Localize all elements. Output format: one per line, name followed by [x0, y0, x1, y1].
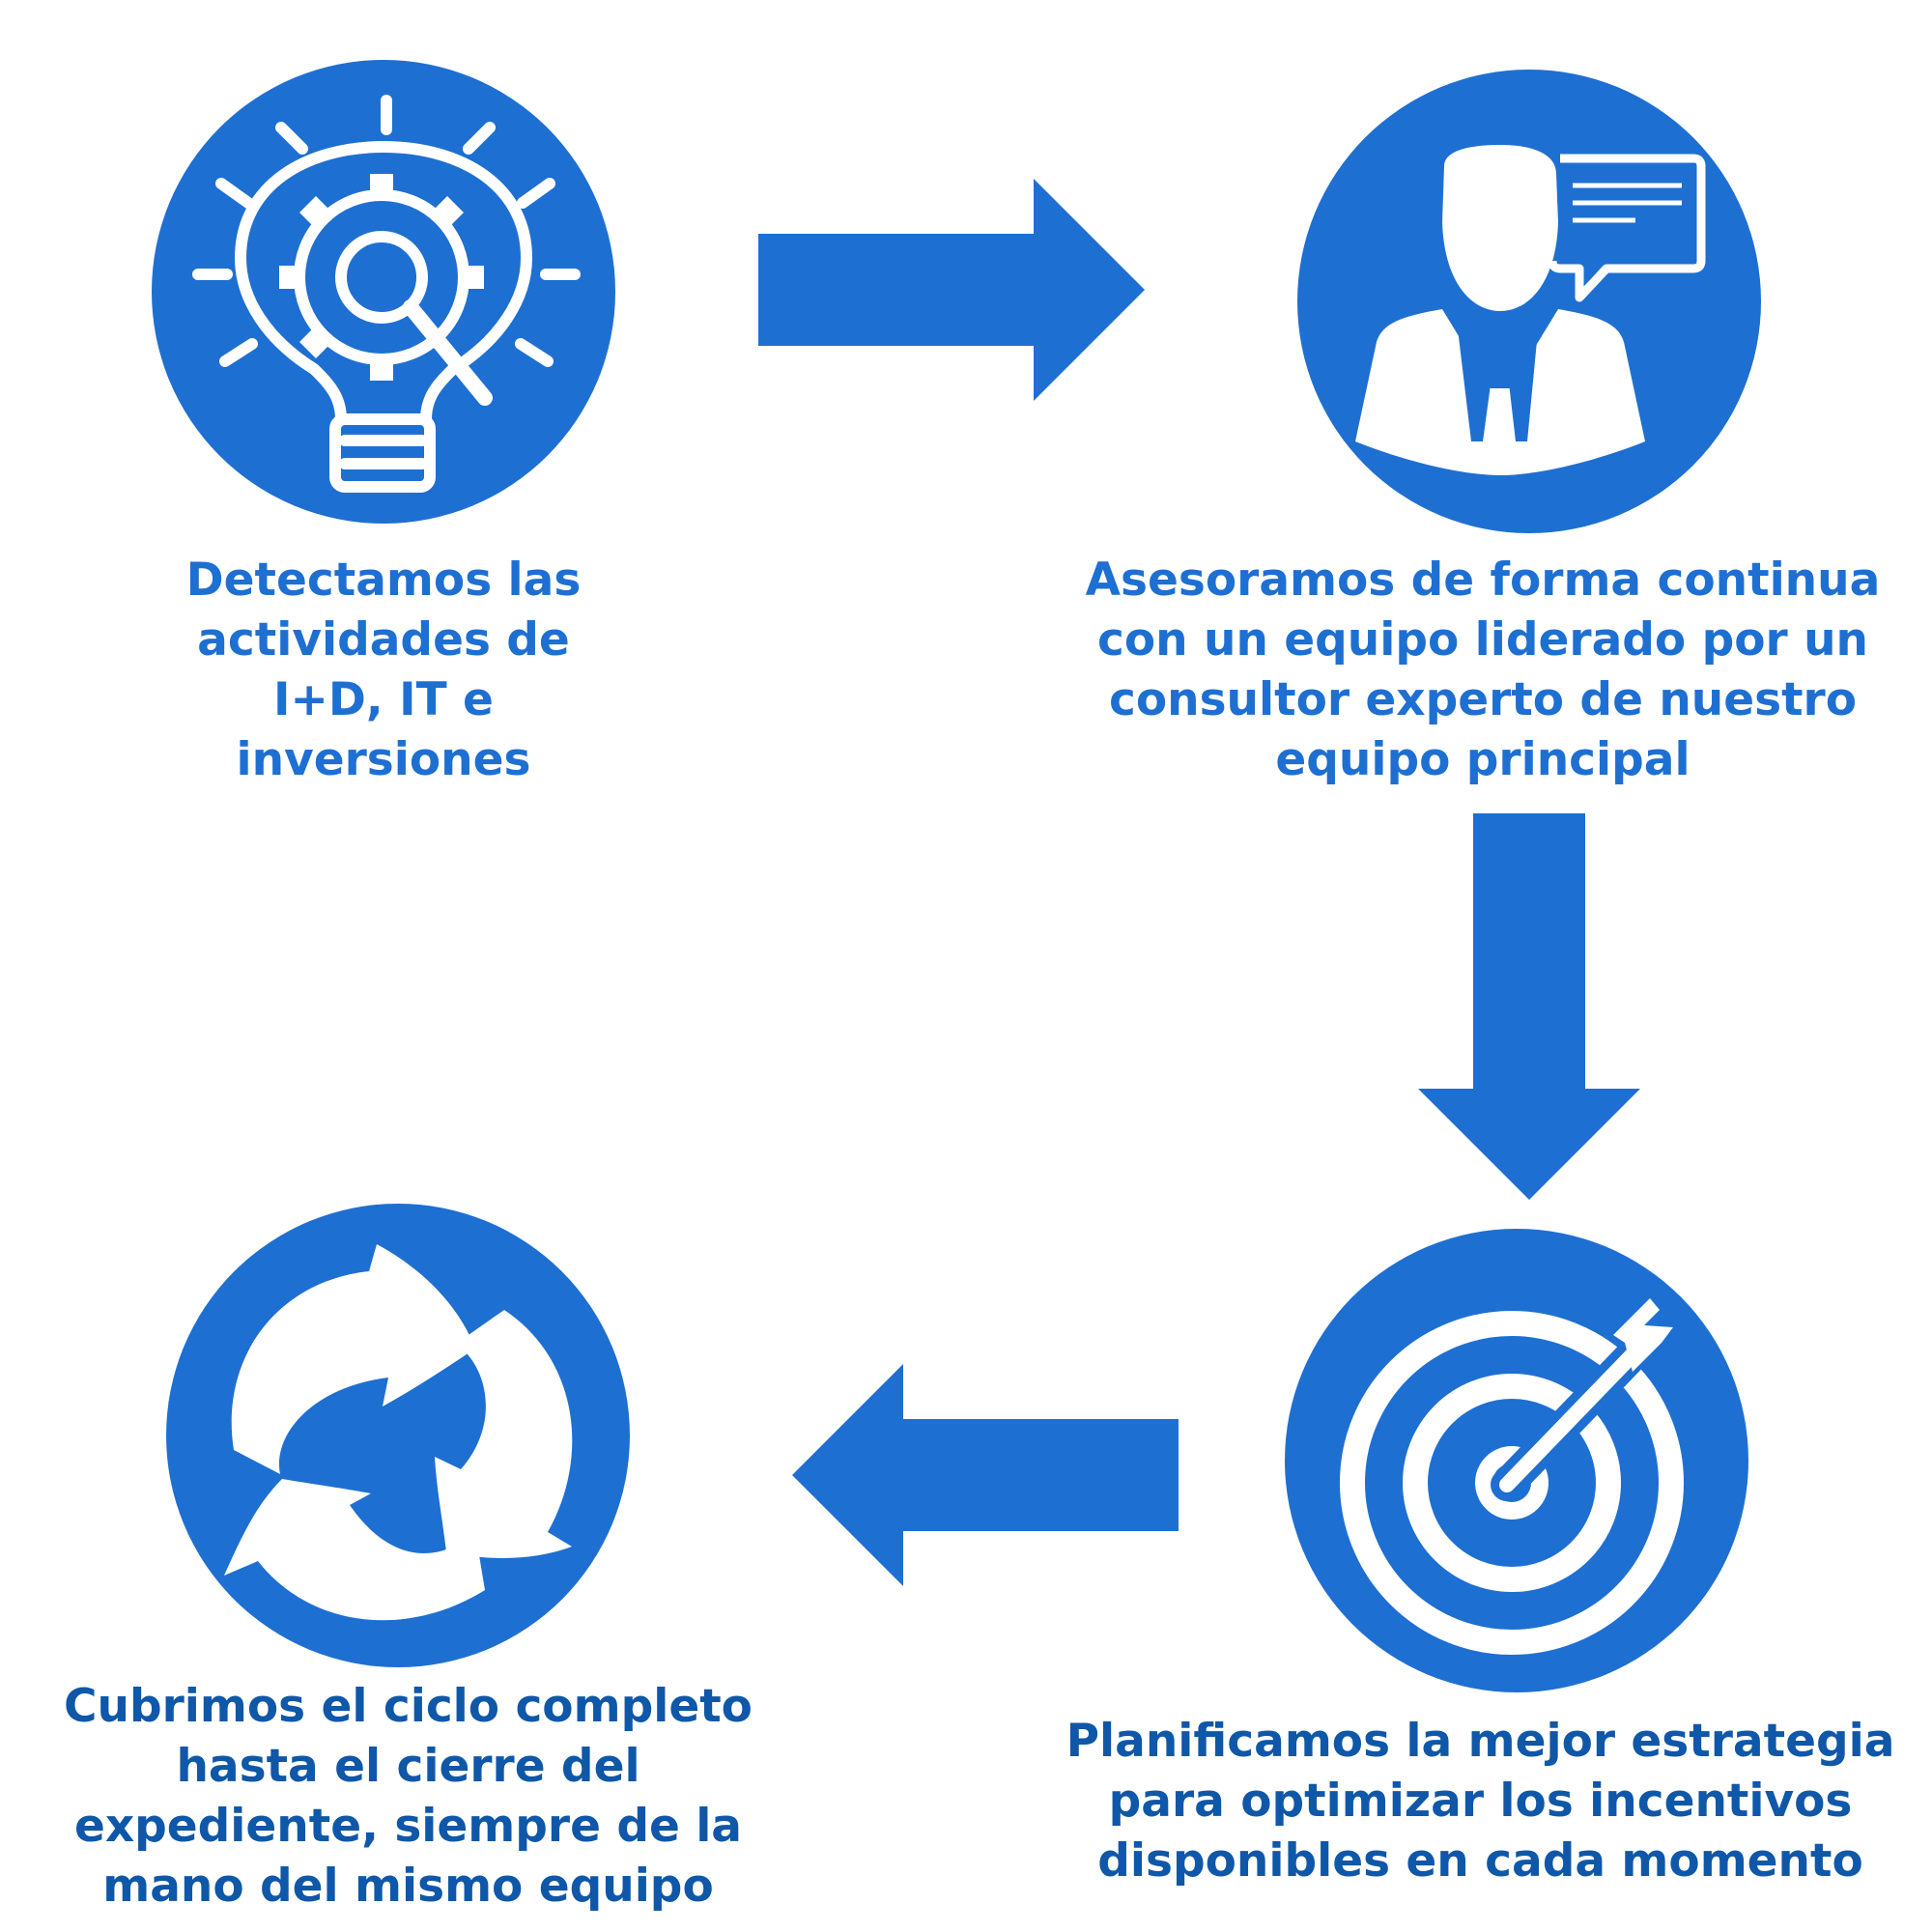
caption-line: Cubrimos el ciclo completo [64, 1680, 753, 1733]
consultant-speech-icon [1355, 145, 1706, 475]
caption-line: disponibles en cada momento [1097, 1834, 1863, 1888]
caption-line: Planificamos la mejor estrategia [1065, 1715, 1895, 1768]
arrow-right-icon [758, 179, 1145, 401]
step-2-caption: Asesoramos de forma continua con un equi… [1029, 551, 1932, 790]
step-3-caption: Planificamos la mejor estrategia para op… [1029, 1712, 1932, 1891]
caption-line: consultor experto de nuestro [1108, 673, 1858, 726]
caption-line: para optimizar los incentivos [1108, 1775, 1853, 1828]
step-1-circle [152, 60, 615, 524]
step-4-caption: Cubrimos el ciclo completo hasta el cier… [19, 1677, 797, 1917]
caption-line: mano del mismo equipo [102, 1860, 714, 1913]
step-3-circle [1285, 1229, 1748, 1692]
cycle-arrows-icon [224, 1244, 573, 1621]
caption-line: equipo principal [1275, 733, 1690, 786]
step-1-caption: Detectamos las actividades de I+D, IT e … [103, 551, 664, 790]
caption-line: hasta el cierre del [176, 1740, 640, 1793]
arrow-left-icon [792, 1364, 1179, 1586]
caption-line: actividades de [197, 613, 570, 667]
step-2-circle [1297, 70, 1761, 533]
step-4-circle [166, 1204, 630, 1667]
caption-line: inversiones [236, 733, 531, 786]
caption-line: I+D, IT e [273, 673, 494, 726]
caption-line: Detectamos las [185, 554, 582, 607]
lightbulb-gear-icon [192, 95, 581, 493]
caption-line: con un equipo liderado por un [1097, 613, 1868, 667]
caption-line: expediente, siempre de la [73, 1800, 743, 1853]
arrow-down-icon [1418, 813, 1640, 1200]
target-arrow-icon [1340, 1298, 1684, 1655]
caption-line: Asesoramos de forma continua [1085, 554, 1881, 607]
